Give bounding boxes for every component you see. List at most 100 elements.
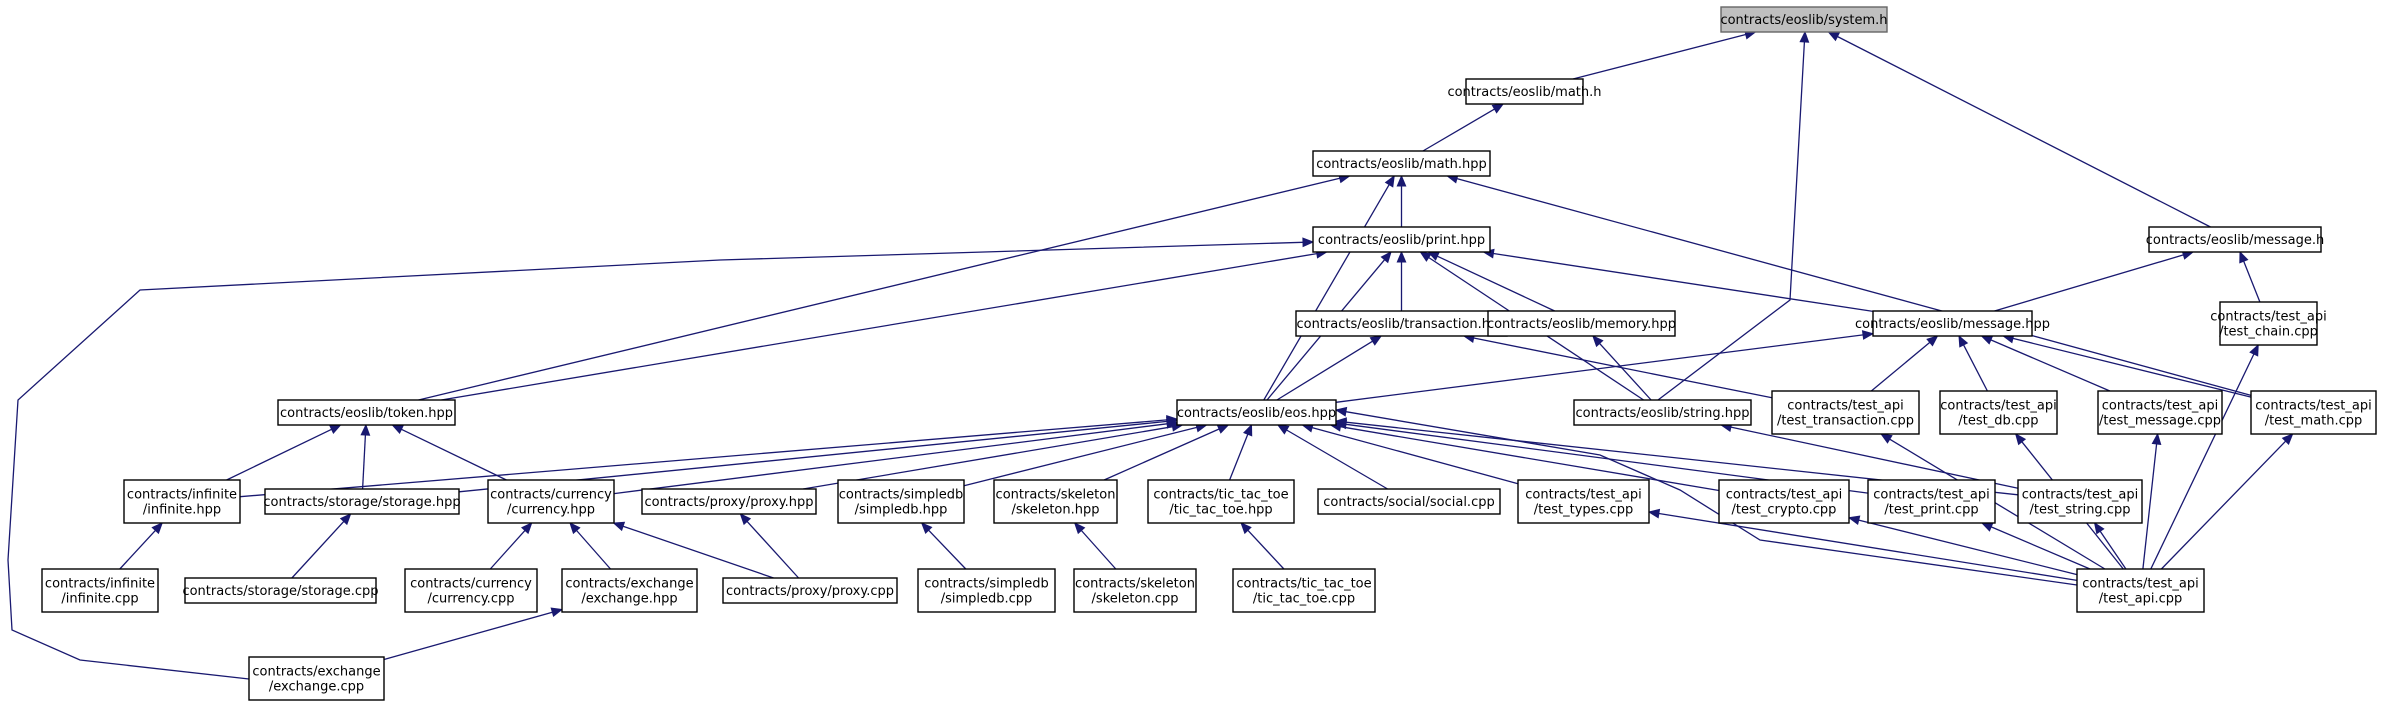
edge-line <box>1572 33 1746 80</box>
node-box <box>1718 479 1850 524</box>
node-label: contracts/eoslib/string.hpp <box>1576 406 1750 421</box>
edge-line <box>383 611 553 661</box>
node-exchange-hpp[interactable]: contracts/exchange/exchange.hpp <box>561 568 698 613</box>
node-test-print-cpp[interactable]: contracts/test_api/test_print.cpp <box>1867 479 1996 524</box>
node-box <box>1720 6 1888 33</box>
node-message-hpp[interactable]: contracts/eoslib/message.hpp <box>1855 310 2050 337</box>
arrowhead-icon <box>1396 250 1407 263</box>
node-box <box>2097 390 2223 435</box>
node-tic-tac-toe-cpp[interactable]: contracts/tic_tac_toe/tic_tac_toe.cpp <box>1232 568 1376 613</box>
node-label: /infinite.hpp <box>143 503 221 518</box>
node-currency-hpp[interactable]: contracts/currency/currency.hpp <box>487 479 615 524</box>
edge-line <box>1994 254 2184 312</box>
arrowhead-icon <box>151 522 164 535</box>
node-box <box>1465 78 1584 105</box>
edge-proxy_cpp-includes-currency_hpp <box>612 521 774 579</box>
node-test-crypto-cpp[interactable]: contracts/test_api/test_crypto.cpp <box>1718 479 1850 524</box>
edge-math_hpp-includes-math_h <box>1422 103 1505 152</box>
node-box <box>404 568 538 613</box>
node-label: contracts/currency <box>490 488 612 503</box>
edge-eos_hpp-includes-transaction_hpp <box>1276 335 1383 401</box>
arrowhead-icon <box>920 522 933 534</box>
node-label: /skeleton.cpp <box>1092 592 1179 607</box>
edge-line <box>239 419 1168 498</box>
node-label: /test_transaction.cpp <box>1777 414 1914 429</box>
node-message-h[interactable]: contracts/eoslib/message.h <box>2146 226 2325 253</box>
edge-line <box>1599 342 1652 401</box>
edge-exchange_hpp-includes-currency_hpp <box>569 522 611 570</box>
node-label: contracts/test_api <box>2210 310 2326 325</box>
node-label: contracts/eoslib/system.h <box>1720 13 1887 28</box>
node-currency-cpp[interactable]: contracts/currency/currency.cpp <box>404 568 538 613</box>
node-math-h[interactable]: contracts/eoslib/math.h <box>1447 78 1602 105</box>
node-math-hpp[interactable]: contracts/eoslib/math.hpp <box>1312 150 1491 177</box>
edge-line <box>1493 252 1874 313</box>
edge-memory_hpp-includes-print_hpp <box>1427 251 1555 312</box>
arrowhead-icon <box>1334 417 1347 428</box>
node-infinite-cpp[interactable]: contracts/infinite/infinite.cpp <box>41 568 159 613</box>
node-test-types-cpp[interactable]: contracts/test_api/test_types.cpp <box>1517 479 1650 524</box>
node-label: contracts/currency <box>410 577 532 592</box>
edge-test_api_cpp-includes-test_message_cpp <box>2142 432 2162 570</box>
node-test-string-cpp[interactable]: contracts/test_api/test_string.cpp <box>2017 479 2143 524</box>
node-label: contracts/proxy/proxy.hpp <box>644 495 813 510</box>
node-exchange-cpp[interactable]: contracts/exchange/exchange.cpp <box>248 656 385 701</box>
node-label: contracts/test_api <box>1787 399 1903 414</box>
edge-line <box>489 529 526 570</box>
node-box <box>2219 301 2318 346</box>
node-test-api-cpp[interactable]: contracts/test_api/test_api.cpp <box>2076 568 2205 613</box>
arrowhead-icon <box>739 513 752 526</box>
node-label: /test_print.cpp <box>1884 503 1978 518</box>
node-infinite-hpp[interactable]: contracts/infinite/infinite.hpp <box>123 479 241 524</box>
arrowhead-icon <box>2249 343 2259 357</box>
node-social-cpp[interactable]: contracts/social/social.cpp <box>1317 488 1501 515</box>
node-token-hpp[interactable]: contracts/eoslib/token.hpp <box>277 399 456 426</box>
node-test-transaction-cpp[interactable]: contracts/test_api/test_transaction.cpp <box>1771 390 1920 435</box>
arrowhead-icon <box>1302 237 1315 248</box>
node-string-hpp[interactable]: contracts/eoslib/string.hpp <box>1573 399 1752 426</box>
node-transaction-hpp[interactable]: contracts/eoslib/transaction.hpp <box>1295 310 1508 337</box>
node-test-math-cpp[interactable]: contracts/test_api/test_math.cpp <box>2250 390 2377 435</box>
edge-line <box>2150 353 2255 570</box>
arrowhead-icon <box>1958 334 1969 348</box>
node-skeleton-hpp[interactable]: contracts/skeleton/skeleton.hpp <box>993 479 1118 524</box>
node-storage-cpp[interactable]: contracts/storage/storage.cpp <box>182 577 379 604</box>
node-box <box>837 479 965 524</box>
node-test-db-cpp[interactable]: contracts/test_api/test_db.cpp <box>1939 390 2058 435</box>
node-box <box>917 568 1056 613</box>
node-memory-hpp[interactable]: contracts/eoslib/memory.hpp <box>1487 310 1676 337</box>
edge-string_hpp-includes-system_h <box>1657 30 1810 401</box>
node-tic-tac-toe-hpp[interactable]: contracts/tic_tac_toe/tic_tac_toe.hpp <box>1147 479 1295 524</box>
node-storage-hpp[interactable]: contracts/storage/storage.hpp <box>263 488 461 515</box>
node-eos-hpp[interactable]: contracts/eoslib/eos.hpp <box>1176 399 1337 426</box>
node-simpledb-hpp[interactable]: contracts/simpledb/simpledb.hpp <box>837 479 965 524</box>
node-test-chain-cpp[interactable]: contracts/test_api/test_chain.cpp <box>2210 301 2327 346</box>
edge-line <box>1657 41 1806 401</box>
edge-line <box>1870 341 1931 392</box>
node-box <box>1487 310 1676 337</box>
edge-line <box>613 423 1168 495</box>
edge-line <box>418 177 1340 401</box>
node-label: /test_api.cpp <box>2099 592 2182 607</box>
node-skeleton-cpp[interactable]: contracts/skeleton/skeleton.cpp <box>1073 568 1197 613</box>
node-print-hpp[interactable]: contracts/eoslib/print.hpp <box>1312 226 1491 253</box>
edge-line <box>1858 519 2078 576</box>
edge-line <box>1080 530 1117 570</box>
node-test-message-cpp[interactable]: contracts/test_api/test_message.cpp <box>2097 390 2223 435</box>
edge-test_api_cpp-includes-test_math_cpp <box>2160 433 2294 570</box>
edge-line <box>1228 434 1249 481</box>
node-label: contracts/test_api <box>2082 577 2198 592</box>
node-simpledb-cpp[interactable]: contracts/simpledb/simpledb.cpp <box>917 568 1056 613</box>
node-label: /simpledb.cpp <box>941 592 1033 607</box>
node-box <box>2148 226 2322 253</box>
node-label: /currency.hpp <box>507 503 595 518</box>
edge-line <box>1437 255 1555 312</box>
arrowhead-icon <box>612 521 626 532</box>
edge-line <box>1286 429 1388 490</box>
node-proxy-hpp[interactable]: contracts/proxy/proxy.hpp <box>641 488 817 515</box>
edge-line <box>1311 426 1519 485</box>
edge-test_api_cpp-includes-eos_hpp <box>1334 406 2078 586</box>
node-proxy-cpp[interactable]: contracts/proxy/proxy.cpp <box>722 577 898 604</box>
node-system-h[interactable]: contracts/eoslib/system.h <box>1720 6 1888 33</box>
arrowhead-icon <box>360 423 371 436</box>
